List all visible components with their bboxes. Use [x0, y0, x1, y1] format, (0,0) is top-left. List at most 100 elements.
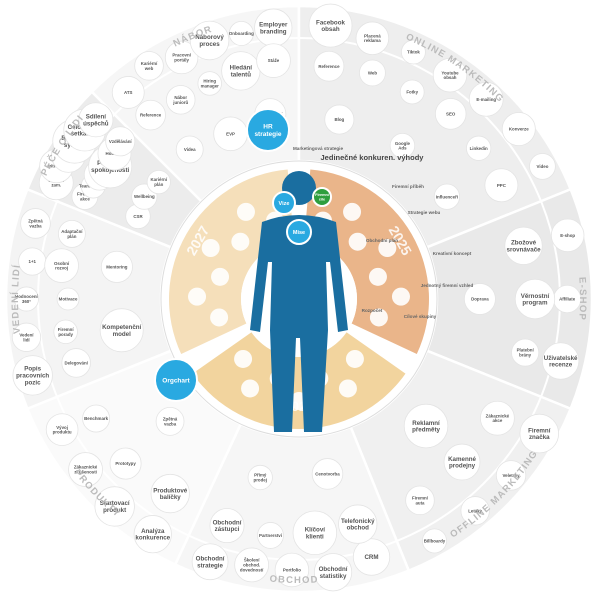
strategy-item-firemni-pribeh[interactable]: Firemní příběh [392, 184, 424, 189]
bubble-e-shop[interactable]: E-shop [550, 218, 585, 253]
timeline-segment-2025[interactable] [304, 169, 430, 354]
bubble-staze[interactable]: Stáže [256, 43, 291, 78]
bubble-veletrhy[interactable]: Veletrhy [495, 460, 527, 491]
bubble-label: obchod [347, 525, 370, 532]
mission-callout[interactable]: Mise [286, 219, 312, 245]
bubble-tiktok[interactable]: Tiktok [401, 39, 426, 65]
bubble-web[interactable]: Web [359, 59, 386, 87]
bubble-delegovani[interactable]: Delegování [61, 348, 91, 378]
bubble-konverze[interactable]: Konverze [501, 112, 536, 147]
company-goals-callout-label: cíle [319, 198, 325, 202]
bubble-seo[interactable]: SEO [434, 98, 467, 130]
strategy-item-kreativni-koncept[interactable]: Kreativní koncept [433, 251, 472, 256]
bubble-cenotvorba[interactable]: Cenotvorba [311, 458, 344, 490]
bubble-crm[interactable]: CRM [352, 538, 391, 576]
bubble-reference[interactable]: Reference [135, 99, 166, 131]
strategy-item-rozpocet[interactable]: Rozpočet [362, 308, 383, 313]
strategy-item-obchodni-plan[interactable]: Obchodní plán [366, 238, 398, 243]
bubble-evp[interactable]: EVP [213, 116, 248, 152]
bubble-prototypy[interactable]: Prototypy [109, 447, 142, 480]
vision-callout[interactable]: Vize [272, 191, 296, 215]
bubble-label: program [522, 300, 548, 307]
bubble-label: Stáže [268, 58, 280, 63]
bubble-influenceri[interactable]: Influenceři [433, 183, 461, 210]
strategy-item-strategie-webu[interactable]: Strategie webu [408, 210, 441, 215]
bubble-portfolio[interactable]: Portfolio [274, 552, 310, 588]
strategy-item-marketingova-strategie[interactable]: Marketingová strategie [293, 146, 343, 151]
bubble-reference[interactable]: Reference [313, 50, 345, 82]
bubble-benchmark[interactable]: Benchmark [82, 404, 111, 433]
bubble-partnerstvi[interactable]: Partnerství [257, 522, 284, 549]
bubble-video[interactable]: Video [529, 153, 556, 180]
bubble-letaky[interactable]: Letáky [460, 496, 490, 526]
bubble-videa[interactable]: Videa [175, 135, 204, 164]
bubble-e-mailing[interactable]: E-mailing [468, 81, 504, 117]
bubble-label: prodejny [449, 463, 476, 470]
bubble-1-1[interactable]: 1+1 [18, 247, 47, 276]
bubble-fotky[interactable]: Fotky [399, 79, 425, 105]
bubble-motivace[interactable]: Motivace [56, 287, 80, 311]
bubble-affiliate[interactable]: Affiliate [553, 284, 582, 314]
bubble-doprava[interactable]: Doprava [463, 283, 496, 315]
timeline-segment-2027[interactable] [168, 169, 294, 354]
strategy-item-jednotny-firemni-vzhled[interactable]: Jednotný firemní vzhled [421, 283, 474, 288]
bubble-ppc[interactable]: PPC [484, 168, 519, 203]
bubble-billboardy[interactable]: Billboardy [422, 528, 447, 554]
bubble-vzdelavani[interactable]: Vzdělávání [105, 126, 136, 157]
strategy-item-cilove-skupiny[interactable]: Cílové skupiny [404, 314, 437, 319]
bubble-label: Náborový [195, 34, 224, 41]
orgchart-callout[interactable]: Orgchart [154, 358, 198, 402]
bubble-blog[interactable]: Blog [324, 104, 355, 135]
bubble-ats[interactable]: ATS [111, 76, 145, 109]
bubble-mentoring[interactable]: Mentoring [100, 250, 133, 283]
bubble-linkedin[interactable]: Linkedin [466, 135, 492, 161]
bubble-label: E-shop [560, 233, 575, 238]
bubble-onboarding[interactable]: Onboarding [228, 20, 254, 46]
